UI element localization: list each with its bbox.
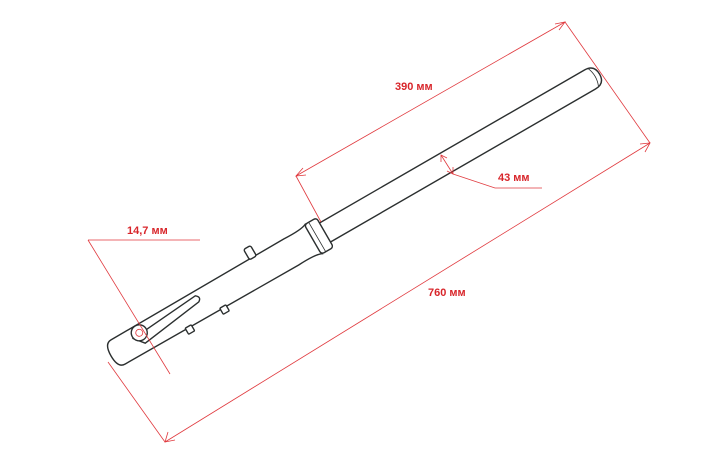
upper-tube-length-label: 390 мм	[395, 81, 433, 93]
caliper-mount	[131, 295, 201, 344]
bleed-screw	[243, 245, 257, 260]
axle-clamp	[130, 324, 148, 342]
fork-leg	[106, 67, 603, 366]
axle-diameter-label: 14,7 мм	[127, 225, 168, 237]
dust-seal	[304, 218, 334, 254]
dimension-760	[107, 142, 651, 443]
upper-tube	[312, 67, 603, 247]
overall-length-label: 760 мм	[428, 287, 466, 299]
bolt	[184, 324, 196, 335]
lower-leg	[106, 222, 324, 366]
tube-diameter-label: 43 мм	[498, 172, 530, 184]
bolt	[219, 304, 230, 315]
dimension-14-7	[87, 239, 200, 375]
dimension-43	[440, 154, 542, 189]
dimension-390	[295, 21, 651, 223]
